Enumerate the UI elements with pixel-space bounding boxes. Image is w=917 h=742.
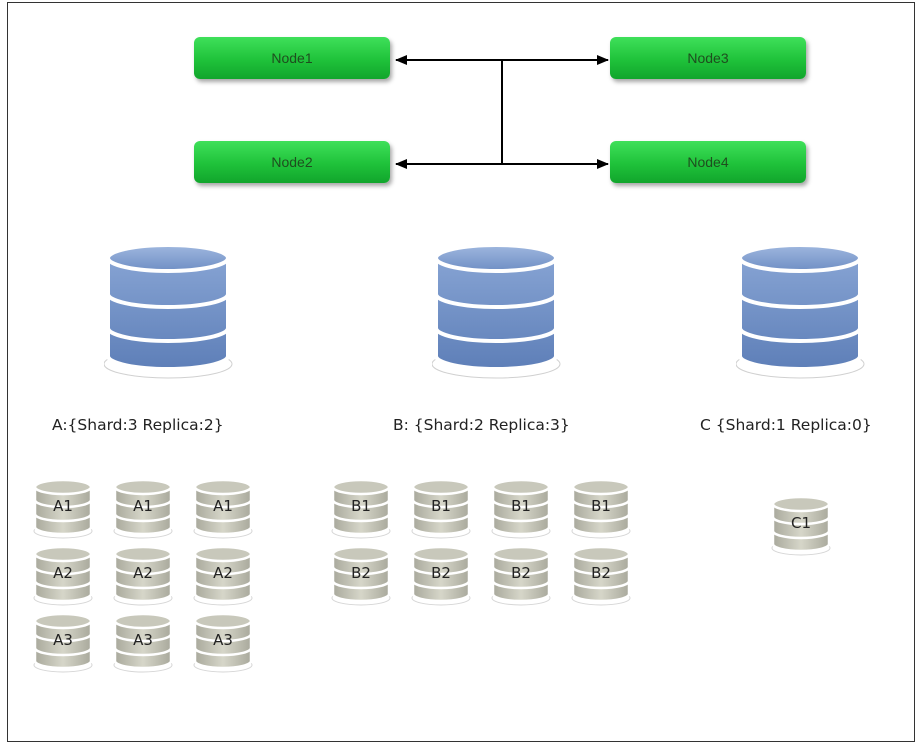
node2-box: Node2 xyxy=(194,141,390,183)
database-a-label: A:{Shard:3 Replica:2} xyxy=(52,416,224,434)
shard-label: A3 xyxy=(213,631,233,649)
shard-b2-icon: B2 xyxy=(330,545,392,607)
shard-a3-icon: A3 xyxy=(112,612,174,674)
shard-b2-icon: B2 xyxy=(490,545,552,607)
shard-a2-icon: A2 xyxy=(32,545,94,607)
shard-a1-icon: A1 xyxy=(192,478,254,540)
shard-label: A1 xyxy=(133,497,153,515)
shard-label: B1 xyxy=(351,497,371,515)
shard-b2-icon: B2 xyxy=(570,545,632,607)
shard-label: A2 xyxy=(53,564,73,582)
shard-c1-icon: C1 xyxy=(770,495,832,557)
shard-b1-icon: B1 xyxy=(410,478,472,540)
node3-box: Node3 xyxy=(610,37,806,79)
shard-b1-icon: B1 xyxy=(570,478,632,540)
shard-b1-icon: B1 xyxy=(490,478,552,540)
shard-a2-icon: A2 xyxy=(112,545,174,607)
node4-box: Node4 xyxy=(610,141,806,183)
shard-label: C1 xyxy=(790,514,812,532)
shard-label: A2 xyxy=(133,564,153,582)
shard-label: B1 xyxy=(591,497,611,515)
database-b-label: B: {Shard:2 Replica:3} xyxy=(393,416,570,434)
shard-label: B1 xyxy=(511,497,531,515)
shard-label: A3 xyxy=(133,631,153,649)
shard-label: B2 xyxy=(511,564,531,582)
shard-label: A2 xyxy=(213,564,233,582)
shard-a2-icon: A2 xyxy=(192,545,254,607)
shard-a3-icon: A3 xyxy=(32,612,94,674)
shard-b2-icon: B2 xyxy=(410,545,472,607)
database-c-label: C {Shard:1 Replica:0} xyxy=(700,416,872,434)
shard-a1-icon: A1 xyxy=(112,478,174,540)
shard-b1-icon: B1 xyxy=(330,478,392,540)
shard-label: A3 xyxy=(53,631,73,649)
shard-label: B2 xyxy=(591,564,611,582)
shard-label: A1 xyxy=(213,497,233,515)
shard-label: B2 xyxy=(351,564,371,582)
shard-a1-icon: A1 xyxy=(32,478,94,540)
shard-label: A1 xyxy=(53,497,73,515)
node1-box: Node1 xyxy=(194,37,390,79)
shard-label: B1 xyxy=(431,497,451,515)
shard-label: B2 xyxy=(431,564,451,582)
shard-a3-icon: A3 xyxy=(192,612,254,674)
